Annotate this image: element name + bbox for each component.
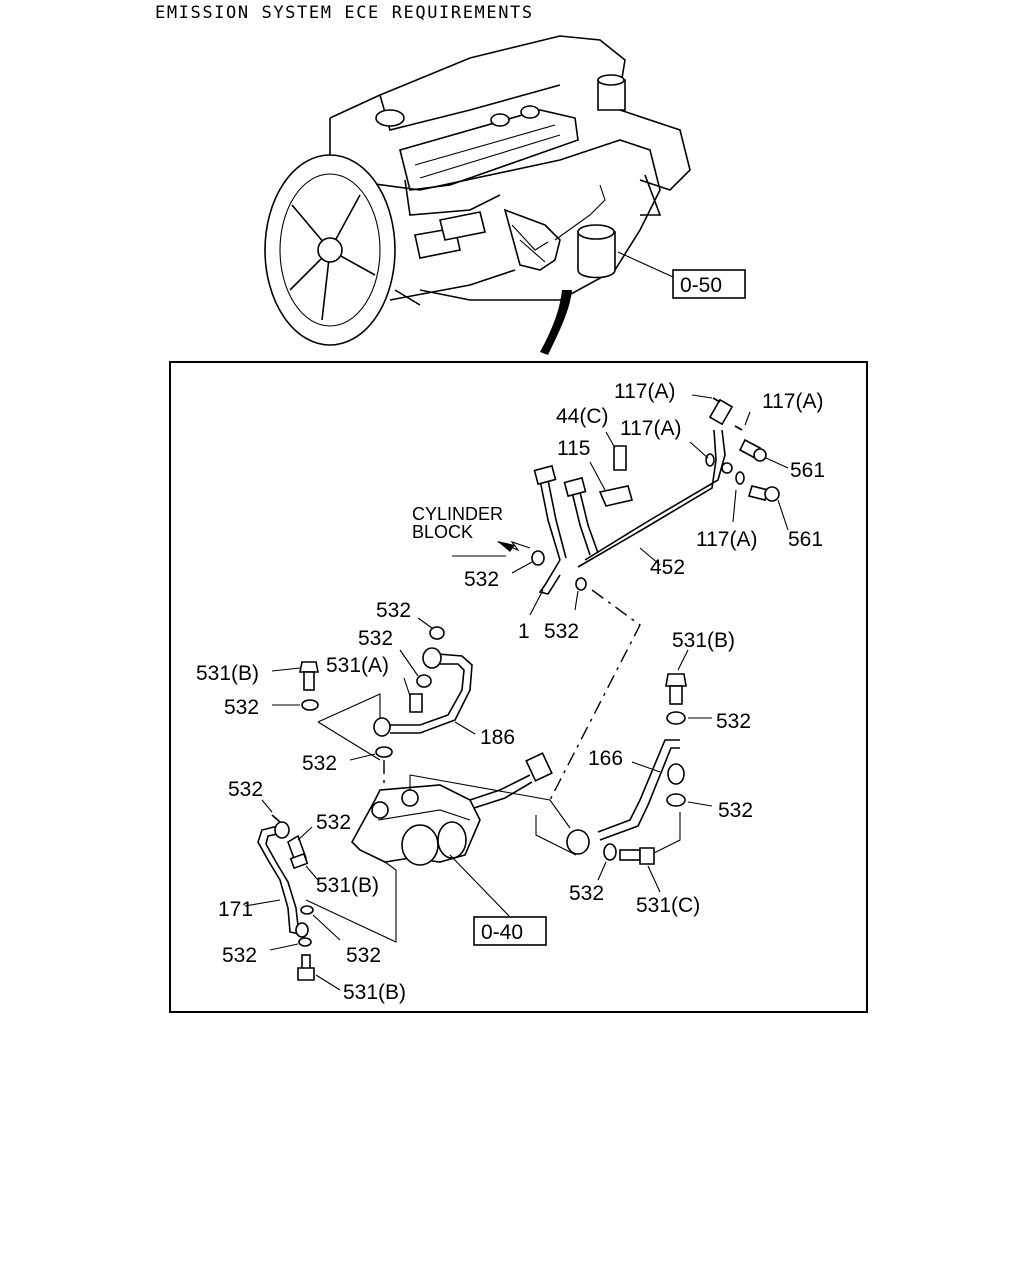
label-186: 186 <box>480 726 515 749</box>
label-117a-lower: 117(A) <box>696 528 757 551</box>
washer-532-l <box>298 937 312 947</box>
label-532-e: 532 <box>224 696 259 719</box>
label-532-c: 532 <box>376 599 411 622</box>
ref-box-engine[interactable] <box>672 269 746 299</box>
washer-117a-4 <box>734 425 743 431</box>
washer-117a-3 <box>712 397 721 403</box>
label-531b-mid: 531(B) <box>316 874 379 897</box>
label-117a-top: 117(A) <box>614 380 675 403</box>
washer-532-j <box>271 814 281 823</box>
label-532-i: 532 <box>569 882 604 905</box>
pipe-452 <box>533 398 734 595</box>
label-532-b: 532 <box>544 620 579 643</box>
label-117a-mid: 117(A) <box>620 417 681 440</box>
banjo-bolt-561-upper <box>738 438 767 462</box>
washer-117a-1 <box>705 453 715 467</box>
label-452: 452 <box>650 556 685 579</box>
ref-engine-label: 0-50 <box>680 274 722 297</box>
label-532-l: 532 <box>222 944 257 967</box>
washer-532-e <box>301 699 319 711</box>
detail-frame <box>169 361 868 1013</box>
label-532-h: 532 <box>718 799 753 822</box>
engine-illustration <box>264 35 691 355</box>
label-1: 1 <box>518 620 530 643</box>
washer-532-b <box>575 577 587 591</box>
ref-box-pump[interactable] <box>473 916 547 946</box>
page-title: EMISSION SYSTEM ECE REQUIREMENTS <box>155 3 534 23</box>
washer-532-g <box>666 711 686 725</box>
label-561-lower: 561 <box>788 528 823 551</box>
pipe-186 <box>373 647 473 737</box>
label-531b-right: 531(B) <box>672 629 735 652</box>
pipe-171 <box>257 821 309 938</box>
washer-532-k <box>300 905 314 915</box>
washer-532-c <box>429 626 445 640</box>
label-532-g: 532 <box>716 710 751 733</box>
washer-532-a <box>531 550 545 566</box>
bolt-531a <box>409 693 423 713</box>
washer-532-h <box>666 793 686 807</box>
label-531b-left: 531(B) <box>196 662 259 685</box>
label-cylinder: CYLINDER <box>412 504 503 524</box>
label-115: 115 <box>557 437 590 460</box>
label-561-upper: 561 <box>790 459 825 482</box>
bolt-531b-right <box>665 673 687 705</box>
bolt-44c <box>613 445 627 471</box>
washer-532-i <box>603 843 617 861</box>
pump-assembly <box>351 752 553 866</box>
bolt-531c <box>619 847 655 865</box>
pipe-166 <box>566 739 685 855</box>
leader-0-50 <box>617 251 674 278</box>
bolt-531b-bottom <box>297 954 315 981</box>
label-531b-bottom: 531(B) <box>343 981 406 1004</box>
washer-532-d <box>416 674 432 688</box>
washer-117a-2 <box>735 471 745 485</box>
ref-pump-label: 0-40 <box>481 921 523 944</box>
label-44c: 44(C) <box>556 405 609 428</box>
label-532-m: 532 <box>346 944 381 967</box>
label-531a: 531(A) <box>326 654 389 677</box>
washer-532-f <box>375 746 393 758</box>
bolt-531b-mid <box>287 834 309 870</box>
bolt-531b-left <box>299 661 319 691</box>
banjo-bolt-561-lower <box>747 485 780 502</box>
label-117a-right: 117(A) <box>762 390 823 413</box>
clamp-115 <box>598 485 634 507</box>
label-532-f: 532 <box>302 752 337 775</box>
label-block: BLOCK <box>412 522 473 542</box>
label-166: 166 <box>588 747 623 770</box>
label-532-a: 532 <box>464 568 499 591</box>
label-171: 171 <box>218 898 253 921</box>
label-531c: 531(C) <box>636 894 700 917</box>
label-532-k: 532 <box>316 811 351 834</box>
label-532-j: 532 <box>228 778 263 801</box>
label-532-d: 532 <box>358 627 393 650</box>
